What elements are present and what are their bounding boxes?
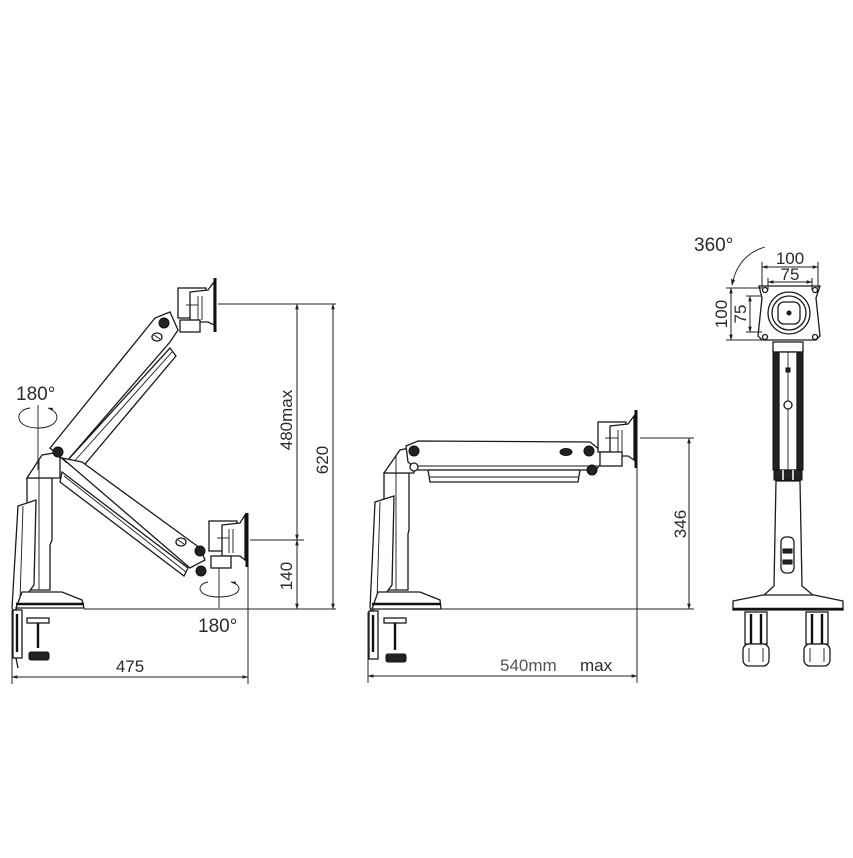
total-height-label: 620 (313, 446, 332, 474)
lower-rotation-indicator: 180° (198, 568, 240, 637)
front-rotation-label: 360° (694, 235, 733, 256)
base-foot (15, 591, 85, 609)
min-height-label: 140 (277, 562, 296, 590)
extended-reach-suffix: max (580, 656, 613, 675)
lower-rotation-label: 180° (198, 616, 237, 637)
desk-clamp (12, 609, 50, 669)
lower-monitor-head (208, 512, 249, 569)
dimension-lines-view2 (367, 437, 694, 683)
dimension-lines-view1 (11, 303, 336, 684)
extended-reach-value: 540mm (500, 656, 557, 675)
vesa-dimension-lines (726, 262, 819, 341)
vesa-plate (757, 285, 821, 341)
extended-arm (405, 440, 603, 483)
upper-rotation-indicator: 180° (16, 384, 58, 470)
vesa-inner-height-label: 75 (731, 305, 750, 324)
front-pole (761, 480, 816, 597)
front-clamp-legs (742, 611, 831, 667)
lower-arm (59, 456, 207, 577)
front-arm (772, 341, 804, 481)
side-view-extended: 346 540mm max (367, 410, 694, 683)
monitor-head (597, 410, 638, 468)
front-view: 360° (694, 235, 844, 667)
vesa-inner-width-label: 75 (781, 265, 800, 284)
side-view-range: 180° 180° 480max 620 140 475 (11, 278, 336, 684)
vesa-outer-width-label: 100 (776, 249, 804, 268)
front-base (732, 594, 844, 611)
height-max-label: 480max (277, 389, 296, 450)
reach-label: 475 (116, 657, 144, 676)
rotation-360-indicator: 360° (694, 235, 766, 286)
vesa-outer-height-label: 100 (712, 300, 731, 328)
desk-clamp (368, 610, 407, 663)
upper-monitor-head (177, 278, 217, 333)
upper-rotation-label: 180° (16, 384, 55, 405)
base-foot (371, 591, 442, 610)
upper-arm (49, 311, 179, 471)
extended-height-label: 346 (671, 510, 690, 538)
